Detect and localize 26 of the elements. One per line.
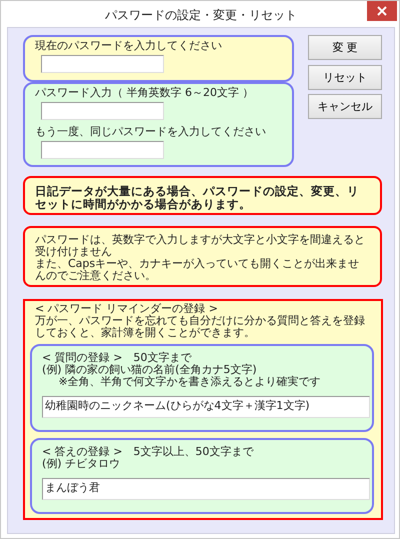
- dialog-button: リセット: [308, 65, 382, 90]
- instruction-text: 日記データが大量にある場合、パスワードの設定、変更、リセットに時間がかかる場合があります。: [35, 185, 360, 210]
- instruction-text: (例) 隣の家の飼い猫の名前(全角カナ5文字): [42, 364, 258, 376]
- section-heading: < 質問の登録 > 50文字まで: [42, 352, 193, 364]
- input-panel: [23, 82, 294, 168]
- instruction-text: また、Capsキーや、カナキーが入っていても開くことが出来ませんのでご注意ください。: [35, 258, 360, 282]
- instruction-text: 万が一、パスワードを忘れても自分だけに分かる質問と答えを登録しておくと、家計簿を開くことができます。: [35, 315, 366, 340]
- instruction-text: パスワード入力（ 半角英数字 6～20文字 ）: [35, 87, 254, 100]
- window-title: パスワードの設定・変更・リセット: [104, 7, 298, 24]
- input-panel: [23, 35, 294, 82]
- instruction-text: 現在のパスワードを入力してください: [35, 40, 223, 52]
- dialog-button: キャンセル: [308, 94, 382, 119]
- instruction-text: もう一度、同じパスワードを入力してください: [35, 126, 267, 138]
- instruction-text: (例) チビタロウ: [42, 458, 122, 470]
- dialog-button: 変 更: [308, 35, 382, 60]
- section-heading: < パスワード リマインダーの登録 >: [35, 303, 219, 315]
- input-field: まんぼう君: [42, 478, 370, 500]
- input-field: 幼稚園時のニックネーム(ひらがな4文字＋漢字1文字): [42, 396, 370, 418]
- note-panel: [23, 226, 382, 288]
- instruction-text: ※全角、半角で何文字かを書き添えるとより確実です: [58, 376, 322, 388]
- input-panel: [30, 438, 374, 514]
- section-heading: < 答えの登録 > 5文字以上、50文字まで: [42, 446, 255, 458]
- warning-panel: [23, 176, 382, 216]
- reminder-panel: [23, 299, 383, 520]
- input-panel: [30, 344, 374, 432]
- instruction-text: パスワードは、英数字で入力しますが大文字と小文字を間違えると受け付けません: [35, 234, 366, 258]
